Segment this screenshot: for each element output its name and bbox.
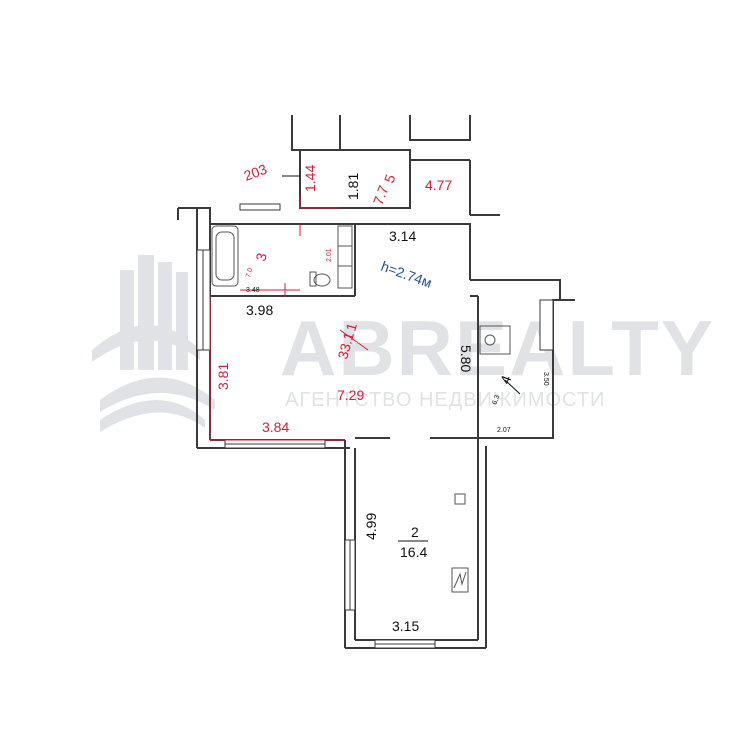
red-markings [209, 196, 345, 441]
dim-3-48: 3.48 [246, 287, 260, 294]
room-2-area: 16.4 [400, 544, 427, 560]
dim-2-01: 2.01 [326, 248, 333, 262]
dim-7-29: 7.29 [337, 387, 364, 403]
riser-icon [454, 493, 466, 505]
room-3-number: 3 [252, 251, 270, 263]
toilet-icon [309, 271, 331, 287]
dim-2-07: 2.07 [497, 427, 511, 434]
dim-3-14: 3.14 [389, 228, 416, 244]
room-4-divider [504, 379, 521, 395]
room-5-area: 7.7 [370, 183, 392, 207]
dim-1-44: 1.44 [302, 165, 318, 192]
dim-3-15: 3.15 [392, 618, 419, 634]
room-2-number: 2 [411, 524, 419, 540]
dim-4-77: 4.77 [425, 177, 452, 193]
stove-icon [451, 567, 469, 593]
room-4-area: 6.3 [491, 394, 501, 406]
area-203-label: 203 [242, 161, 270, 184]
room-5-number: 5 [381, 172, 399, 185]
room-3-area: 7.0 [245, 267, 254, 278]
dim-1-81: 1.81 [345, 173, 361, 200]
shower-icon [479, 325, 511, 355]
watermark-tagline: АГЕНТСТВО НЕДВИЖИМОСТИ [285, 389, 605, 411]
dim-5-80: 5.80 [458, 345, 474, 372]
windows [196, 203, 554, 649]
watermark: ABREALTY АГЕНТСТВО НЕДВИЖИМОСТИ [92, 255, 715, 432]
ceiling-height: h=2.74м [379, 258, 434, 291]
dim-3-81: 3.81 [215, 363, 231, 390]
room-1-number: 1 [342, 321, 360, 333]
sink-icon [337, 225, 353, 289]
dim-3-98: 3.98 [246, 302, 273, 318]
bathtub-icon [211, 225, 239, 287]
watermark-logo-icon [92, 255, 215, 432]
room-1-divider [339, 329, 369, 351]
watermark-brand: ABREALTY [280, 304, 715, 392]
dim-3-50: 3.50 [542, 372, 549, 386]
dim-3-84: 3.84 [262, 419, 289, 435]
dim-4-99: 4.99 [363, 513, 379, 540]
